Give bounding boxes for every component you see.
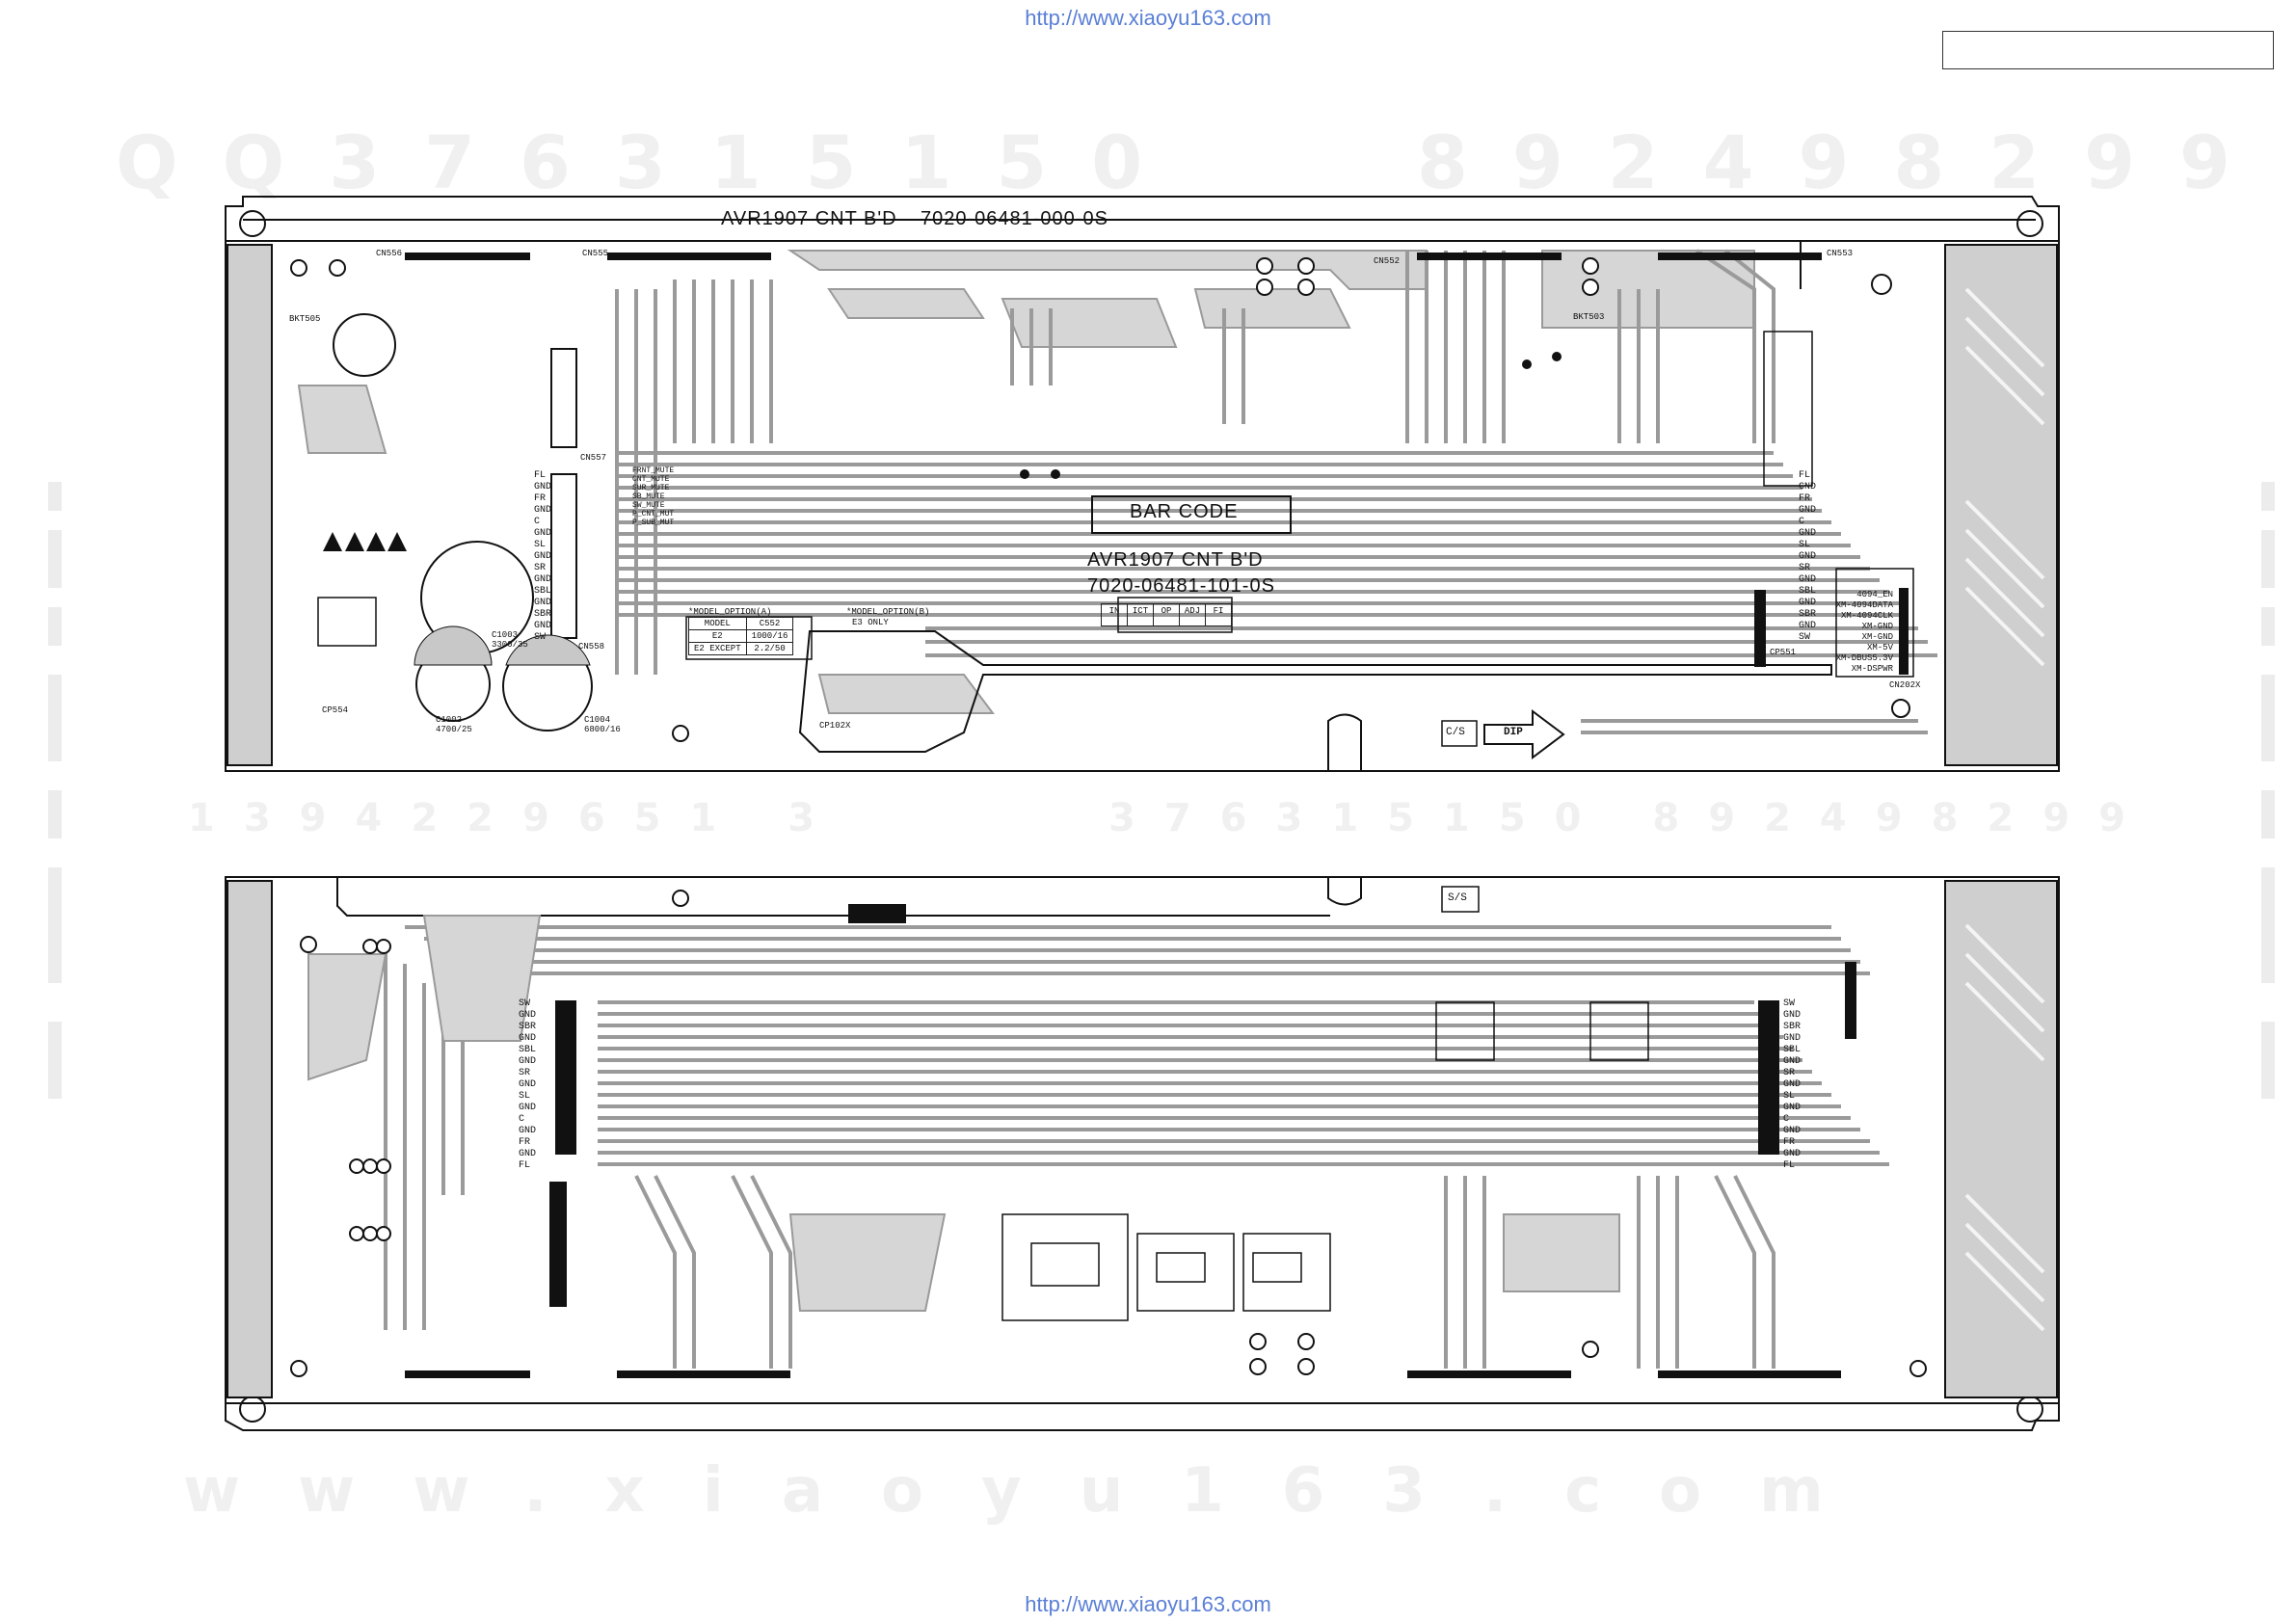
watermark-bottom: www.xiaoyu163.com [183, 1455, 1882, 1527]
heatsink-left [227, 244, 273, 766]
bottom-heatsink-left [227, 880, 273, 1398]
bottom-heatsink-right [1944, 880, 2058, 1398]
watermark-top-left: QQ376315150 [116, 120, 1188, 205]
connector-cn558: CN558 [578, 642, 605, 652]
bottom-board-drawing [225, 876, 2060, 1431]
watermark-middle-left: 1394229651 3 [188, 796, 844, 840]
bracket-left-label: BKT505 [289, 314, 321, 324]
connector-cn553: CN553 [1827, 249, 1854, 258]
watermark-top-right: 892498299 [1417, 120, 2275, 205]
heatsink-right [1944, 244, 2058, 766]
side-label-cs: C/S [1446, 727, 1465, 738]
part-number-2: 7020-06481-101-0S [1087, 575, 1275, 597]
connector-cn556: CN556 [376, 249, 403, 258]
model-option-b: *MODEL_OPTION(B) E3 ONLY [846, 607, 930, 627]
barcode-label: BAR CODE [1130, 501, 1239, 522]
connector-cp551: CP551 [1770, 648, 1797, 657]
watermark-middle-right: 376315150 892498299 [1108, 796, 2154, 840]
inspection-stamp-boxes: IN ICT OP ADJ FI [1101, 603, 1232, 626]
bottom-side-label-ss: S/S [1448, 892, 1467, 904]
board-name: AVR1907 CNT B'D [721, 208, 897, 229]
connector-cp102x: CP102X [819, 721, 851, 731]
connector-cp554: CP554 [322, 705, 349, 715]
connector-cn202x: CN202X [1889, 680, 1921, 690]
board-name-2: AVR1907 CNT B'D [1087, 549, 1264, 571]
footer-url[interactable]: http://www.xiaoyu163.com [1025, 1592, 1271, 1616]
watermark-side-right [2256, 482, 2284, 1157]
bracket-right-label: BKT503 [1573, 312, 1605, 322]
connector-cn552: CN552 [1374, 256, 1401, 266]
side-label-dip: DIP [1504, 727, 1523, 738]
watermark-side-left [42, 482, 71, 1157]
connector-cn557: CN557 [580, 453, 607, 463]
top-board-drawing [225, 196, 2060, 772]
connector-cn555: CN555 [582, 249, 609, 258]
title-box [1942, 31, 2274, 69]
header-url[interactable]: http://www.xiaoyu163.com [1025, 6, 1271, 30]
part-number: 7020-06481-000-0S [921, 208, 1108, 229]
